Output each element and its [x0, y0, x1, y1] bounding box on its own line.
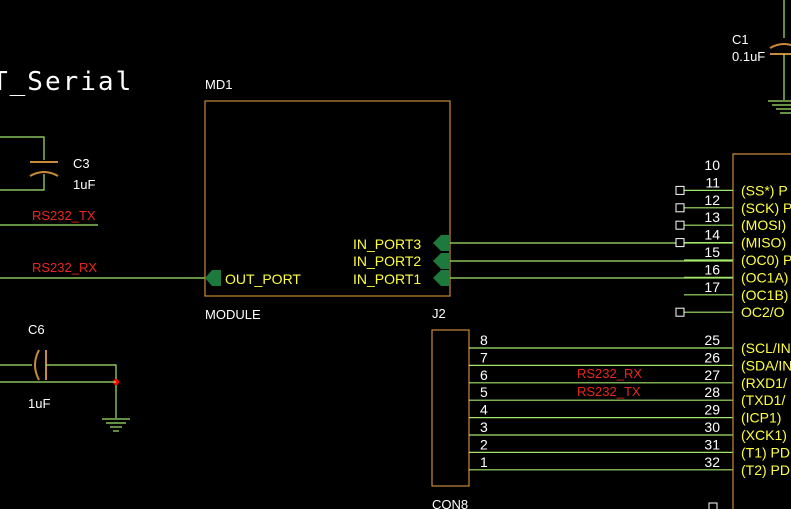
- in-port2-label: IN_PORT2: [353, 253, 421, 269]
- j2-pin-number: 1: [480, 454, 488, 470]
- mcu-pin-number: 32: [704, 454, 720, 470]
- no-connect-marker: [675, 185, 685, 195]
- mcu-pin-number: 17: [704, 279, 720, 295]
- j2-pin-number: 5: [480, 384, 488, 400]
- mcu-pin-number: 28: [704, 384, 720, 400]
- mcu-pin-number: 30: [704, 419, 720, 435]
- md1-module[interactable]: MD1 MODULE OUT_PORT IN_PORT3 IN_PORT2 IN…: [204, 77, 451, 322]
- mcu-pin-number: 15: [704, 244, 720, 260]
- mcu-pin-name: (OC1A): [741, 269, 788, 285]
- j2-pin-number: 6: [480, 367, 488, 383]
- rs232-tx-mid-label: RS232_TX: [577, 384, 641, 399]
- in-port3-label: IN_PORT3: [353, 236, 421, 252]
- rs232-tx-net-left[interactable]: RS232_TX: [0, 208, 98, 226]
- sheet-title: T_Serial: [0, 67, 133, 97]
- mcu-pin-name: (SDA/IN: [741, 357, 791, 373]
- c3-value: 1uF: [73, 177, 95, 192]
- mcu-pin-name: (XCK1): [741, 427, 787, 443]
- mcu-pin-name: OC2/O: [741, 304, 785, 320]
- ground-symbol: [102, 418, 130, 432]
- mcu-pin-name: (T1) PD: [741, 444, 790, 460]
- j2-name: CON8: [432, 497, 468, 509]
- mcu-pin-name: (MISO): [741, 235, 786, 251]
- out-port-label: OUT_PORT: [225, 271, 301, 287]
- c1-ref: C1: [732, 32, 749, 47]
- in-port1-arrow: [433, 270, 450, 286]
- no-connect-marker: [675, 307, 685, 317]
- mcu-pin-name: (TXD1/: [741, 392, 785, 408]
- c6-ref: C6: [28, 322, 45, 337]
- out-port-arrow: [205, 270, 221, 286]
- mcu-pin-name: (T2) PD: [741, 462, 790, 478]
- no-connect-marker: [675, 203, 685, 213]
- c6-capacitor[interactable]: C6 1uF: [0, 322, 119, 418]
- j2-pin-number: 7: [480, 349, 488, 365]
- mcu-pin-number: 10: [704, 157, 720, 173]
- c3-capacitor[interactable]: C3 1uF: [0, 136, 95, 192]
- mcu-pin-name: (RXD1/: [741, 375, 787, 391]
- rs232-tx-label: RS232_TX: [32, 208, 96, 223]
- j2-pin-number: 8: [480, 332, 488, 348]
- in-port2-arrow: [433, 253, 450, 269]
- mcu-pin-number: 13: [704, 209, 720, 225]
- j2-pin-number: 3: [480, 419, 488, 435]
- in-port1-label: IN_PORT1: [353, 271, 421, 287]
- mcu-pin-number: 27: [704, 367, 720, 383]
- no-connect-marker: [675, 238, 685, 248]
- rs232-rx-net-left[interactable]: RS232_RX: [0, 260, 205, 279]
- in-port3-arrow: [433, 235, 450, 251]
- mcu-pin-name: (OC0) P: [741, 252, 791, 268]
- rs232-rx-label: RS232_RX: [32, 260, 97, 275]
- j2-pin-number: 4: [480, 402, 488, 418]
- j2-ref: J2: [432, 306, 446, 321]
- mcu-pin-number: 31: [704, 436, 720, 452]
- mcu-pin-number: 29: [704, 402, 720, 418]
- c1-capacitor[interactable]: C1 0.1uF: [732, 0, 791, 114]
- c3-ref: C3: [73, 156, 90, 171]
- mcu-pin-number: 14: [704, 227, 720, 243]
- mcu-pin-number: 26: [704, 349, 720, 365]
- no-connect-marker: [675, 220, 685, 230]
- md1-name: MODULE: [205, 307, 261, 322]
- mcu-pin-name: (MOSI): [741, 217, 786, 233]
- mcu-pin-number: 16: [704, 261, 720, 277]
- mcu-pin-number: 12: [704, 192, 720, 208]
- mcu-pin-name: (ICP1): [741, 410, 781, 426]
- pin-marker: [708, 502, 718, 509]
- mcu-pin-name: (SCL/IN: [741, 340, 791, 356]
- rs232-rx-mid-label: RS232_RX: [577, 366, 642, 381]
- mcu-pin-name: (SS*) P: [741, 182, 788, 198]
- c1-value: 0.1uF: [732, 49, 765, 64]
- mcu-pin-name: (OC1B): [741, 287, 788, 303]
- md1-ref: MD1: [205, 77, 232, 92]
- j2-pin-number: 2: [480, 436, 488, 452]
- c6-value: 1uF: [28, 396, 50, 411]
- mcu-pin-name: (SCK) P: [741, 200, 791, 216]
- mcu-pin-number: 25: [704, 332, 720, 348]
- mcu-pin-number: 11: [705, 174, 720, 190]
